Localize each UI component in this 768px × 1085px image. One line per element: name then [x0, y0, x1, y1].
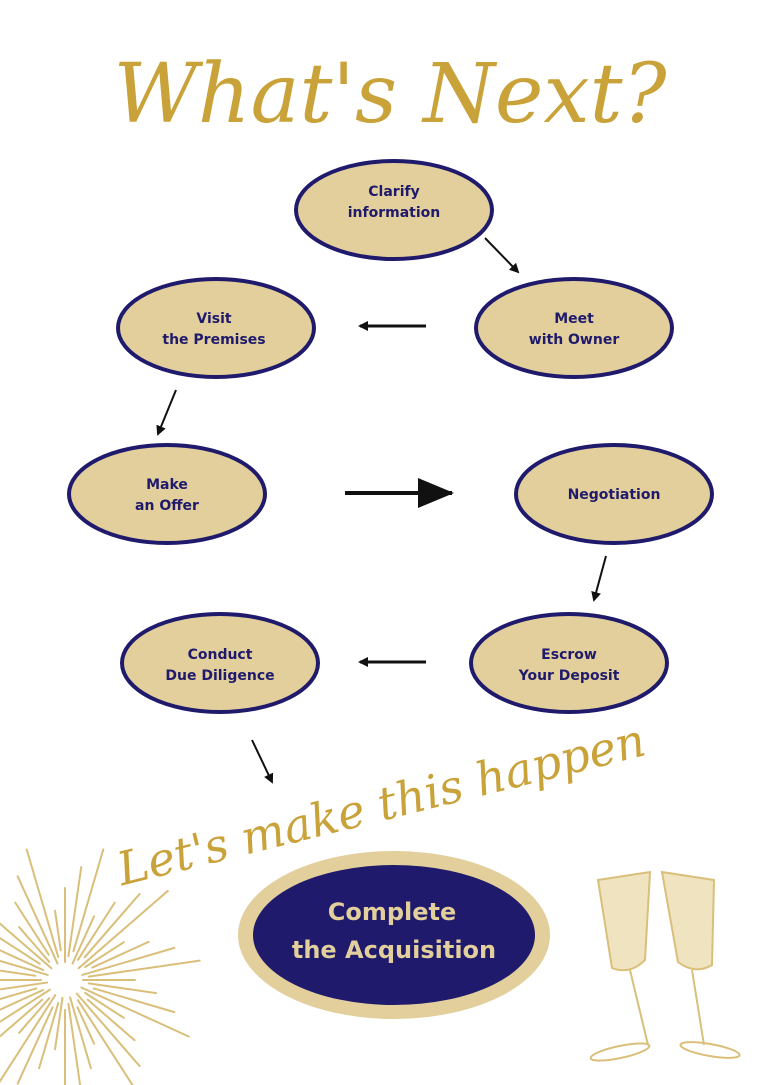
final-step-label: Complete [328, 898, 457, 926]
firework-ray [87, 959, 201, 978]
step-clarify-information: Clarify information [294, 159, 494, 261]
arrow-icon [591, 555, 607, 602]
firework-ray [18, 926, 51, 963]
step-label: Make [146, 477, 188, 493]
firework-ray [67, 866, 83, 958]
firework-ray [38, 1002, 60, 1070]
firework-ray [92, 987, 176, 1014]
step-label: Your Deposit [518, 668, 620, 684]
firework-ray [80, 986, 190, 1038]
firework-ray [0, 988, 51, 1023]
firework-ray [0, 987, 38, 1001]
firework-ray [84, 991, 125, 1019]
step-label: Due Diligence [165, 668, 274, 684]
firework-ray [76, 901, 116, 961]
firework-ray [84, 941, 125, 969]
fireworks-icon [0, 848, 201, 1085]
firework-ray [16, 875, 59, 965]
firework-ray [91, 940, 150, 969]
firework-ray [14, 901, 50, 956]
firework-ray [0, 969, 37, 977]
firework-ray [72, 848, 105, 953]
firework-ray [0, 937, 41, 965]
step-make-an-offer: Make an Offer [67, 443, 267, 545]
step-label: information [348, 205, 441, 221]
firework-ray [83, 892, 141, 959]
firework-ray [76, 1006, 96, 1045]
firework-ray [0, 949, 45, 972]
arrow-icon [484, 237, 520, 274]
firework-ray [0, 994, 57, 1083]
firework-ray [0, 981, 49, 991]
firework-ray [18, 997, 51, 1034]
step-label: Clarify [368, 184, 419, 200]
step-visit-the-premises: Visit the Premises [116, 277, 316, 379]
step-label: Visit [196, 311, 232, 327]
final-step-label: the Acquisition [292, 936, 496, 964]
firework-ray [86, 998, 136, 1042]
firework-ray [77, 889, 169, 970]
champagne-glasses-icon [589, 870, 741, 1062]
firework-ray [67, 1002, 82, 1085]
step-label: the Premises [162, 332, 265, 348]
step-label: Meet [554, 311, 594, 327]
step-label: with Owner [529, 332, 620, 348]
step-label: Conduct [188, 647, 253, 663]
final-step-complete-acquisition: Complete the Acquisition [238, 851, 550, 1019]
step-conduct-due-diligence: Conduct Due Diligence [120, 612, 320, 714]
step-label: Escrow [541, 647, 597, 663]
firework-ray [0, 922, 53, 970]
firework-ray [75, 992, 141, 1068]
firework-ray [69, 996, 92, 1070]
step-negotiation: Negotiation [514, 443, 714, 545]
arrow-icon [251, 739, 274, 784]
firework-ray [25, 848, 60, 958]
step-meet-with-owner: Meet with Owner [474, 277, 674, 379]
step-label: Negotiation [568, 487, 661, 503]
firework-ray [16, 1006, 54, 1085]
firework-ray [76, 999, 134, 1085]
firework-ray [0, 998, 44, 1038]
firework-ray [81, 946, 176, 976]
firework-ray [54, 996, 64, 1051]
step-label: an Offer [135, 498, 199, 514]
firework-ray [0, 959, 49, 976]
firework-ray [0, 988, 45, 1011]
page-title: What's Next? [113, 47, 667, 142]
step-escrow-your-deposit: Escrow Your Deposit [469, 612, 669, 714]
firework-ray [87, 982, 158, 995]
firework-ray [54, 909, 62, 952]
firework-ray [71, 915, 96, 965]
arrow-icon [156, 389, 177, 436]
